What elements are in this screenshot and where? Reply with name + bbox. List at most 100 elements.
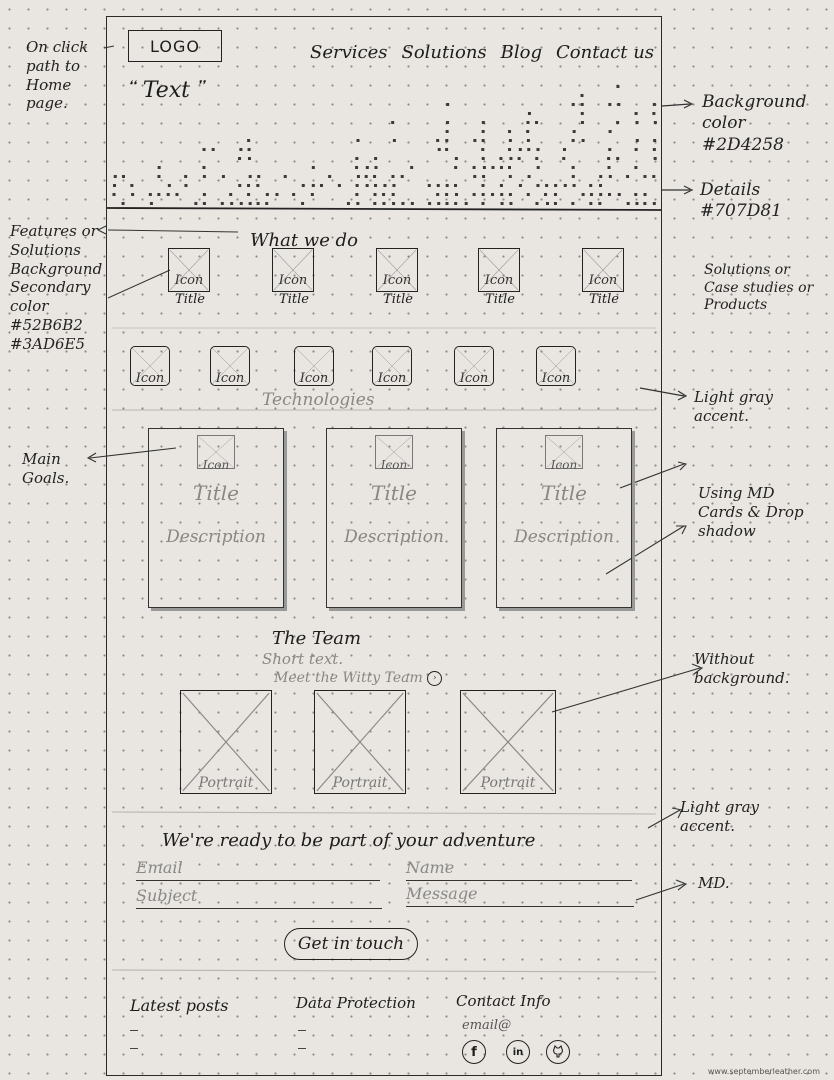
- footer-latest-posts[interactable]: Latest posts: [130, 996, 229, 1015]
- technology-icon[interactable]: Icon: [536, 346, 576, 386]
- technology-icon[interactable]: Icon: [372, 346, 412, 386]
- get-in-touch-button[interactable]: Get in touch: [284, 928, 418, 960]
- skyline-dot: [536, 166, 540, 169]
- nav-solutions[interactable]: Solutions: [401, 42, 487, 63]
- skyline-dot: [580, 94, 584, 97]
- name-field[interactable]: Name: [406, 858, 632, 881]
- feature-icon-box[interactable]: Icon: [168, 248, 210, 292]
- skyline-dot: [356, 175, 360, 178]
- facebook-icon-label: f: [471, 1044, 477, 1060]
- annotation-light-gray-1: Light gray accent.: [694, 388, 774, 425]
- skyline-dot: [373, 175, 377, 178]
- annotation-on-click: On click path to Home page.: [26, 38, 89, 113]
- nav-contact[interactable]: Contact us: [556, 42, 655, 63]
- feature-icon-box[interactable]: Icon: [582, 248, 624, 292]
- skyline-dot: [121, 175, 125, 178]
- facebook-icon[interactable]: f: [462, 1040, 486, 1064]
- footer-divider: [298, 1048, 306, 1049]
- skyline-dot: [599, 184, 603, 187]
- skyline-dot: [508, 130, 512, 133]
- skyline-dot: [130, 184, 134, 187]
- team-link[interactable]: Meet the Witty Team ›: [274, 670, 443, 686]
- skyline-dot: [616, 157, 620, 160]
- main-nav: Services Solutions Blog Contact us: [310, 42, 654, 63]
- card-title: Title: [370, 481, 417, 505]
- skyline-dot: [536, 184, 540, 187]
- team-portrait[interactable]: Portrait: [180, 690, 272, 794]
- technology-icon[interactable]: Icon: [294, 346, 334, 386]
- card-icon-box: Icon: [197, 435, 235, 472]
- skyline-dot: [328, 175, 332, 178]
- feature-icon-label: Icon: [484, 273, 514, 288]
- footer-email[interactable]: email@: [462, 1018, 512, 1033]
- technology-icon[interactable]: Icon: [210, 346, 250, 386]
- linkedin-icon[interactable]: in: [506, 1040, 530, 1064]
- skyline-dot: [392, 202, 396, 205]
- skyline-dot: [589, 202, 593, 205]
- skyline-dot: [436, 139, 440, 142]
- placeholder-cross-icon: [295, 347, 333, 385]
- skyline-dot: [374, 157, 378, 160]
- nav-blog[interactable]: Blog: [500, 42, 543, 63]
- skyline-dot: [535, 157, 539, 160]
- skyline-dot: [283, 175, 287, 178]
- technology-icon[interactable]: Icon: [130, 346, 170, 386]
- skyline-dot: [427, 184, 431, 187]
- skyline-dot: [481, 148, 485, 151]
- skyline-dot: [563, 184, 567, 187]
- skyline-dot: [581, 193, 585, 196]
- skyline-dot: [652, 202, 656, 205]
- skyline-dot: [365, 184, 369, 187]
- technology-icon-label: Icon: [377, 371, 407, 386]
- team-title: The Team: [272, 628, 362, 649]
- skyline-dot: [364, 175, 368, 178]
- skyline-dot: [472, 166, 476, 169]
- skyline-dot: [607, 157, 611, 160]
- skyline-dot: [509, 202, 513, 205]
- placeholder-cross-icon: [455, 347, 493, 385]
- skyline-dot: [491, 166, 495, 169]
- skyline-dot: [481, 157, 485, 160]
- skyline-dot: [545, 202, 549, 205]
- github-icon[interactable]: [546, 1040, 570, 1064]
- nav-services[interactable]: Services: [310, 42, 388, 63]
- team-portrait[interactable]: Portrait: [314, 690, 406, 794]
- skyline-dot: [239, 148, 243, 151]
- skyline-dot: [454, 184, 458, 187]
- skyline-dot: [391, 121, 395, 124]
- footer-divider: [130, 1030, 138, 1031]
- card-icon-label: Icon: [380, 458, 408, 472]
- skyline-dot: [410, 202, 414, 205]
- skyline-dot: [553, 193, 557, 196]
- skyline-dot: [248, 175, 252, 178]
- watermark: www.septemberleather.com: [707, 1067, 820, 1076]
- skyline-dot: [175, 193, 179, 196]
- footer-data-protection[interactable]: Data Protection: [296, 994, 416, 1012]
- skyline-dot: [553, 202, 557, 205]
- skyline-dot: [257, 175, 261, 178]
- skyline-dot: [517, 157, 521, 160]
- feature-icon-box[interactable]: Icon: [272, 248, 314, 292]
- email-field[interactable]: Email: [136, 858, 380, 881]
- feature-icon-box[interactable]: Icon: [376, 248, 418, 292]
- logo[interactable]: LOGO: [128, 30, 222, 62]
- team-portrait[interactable]: Portrait: [460, 690, 556, 794]
- team-link-label: Meet the Witty Team: [274, 670, 423, 686]
- skyline-dot: [446, 121, 450, 124]
- feature-icon-label: Icon: [588, 273, 618, 288]
- skyline-dot: [472, 193, 476, 196]
- team-short-text: Short text.: [262, 650, 344, 668]
- message-field[interactable]: Message: [406, 884, 634, 907]
- skyline-dot: [410, 166, 414, 169]
- placeholder-cross-icon: [211, 347, 249, 385]
- skyline-dot: [275, 193, 279, 196]
- feature-icon-box[interactable]: Icon: [478, 248, 520, 292]
- technology-icon[interactable]: Icon: [454, 346, 494, 386]
- skyline-dot: [256, 184, 260, 187]
- skyline-dot: [202, 166, 206, 169]
- subject-field[interactable]: Subject: [136, 886, 382, 909]
- feature-icon-label: Icon: [382, 273, 412, 288]
